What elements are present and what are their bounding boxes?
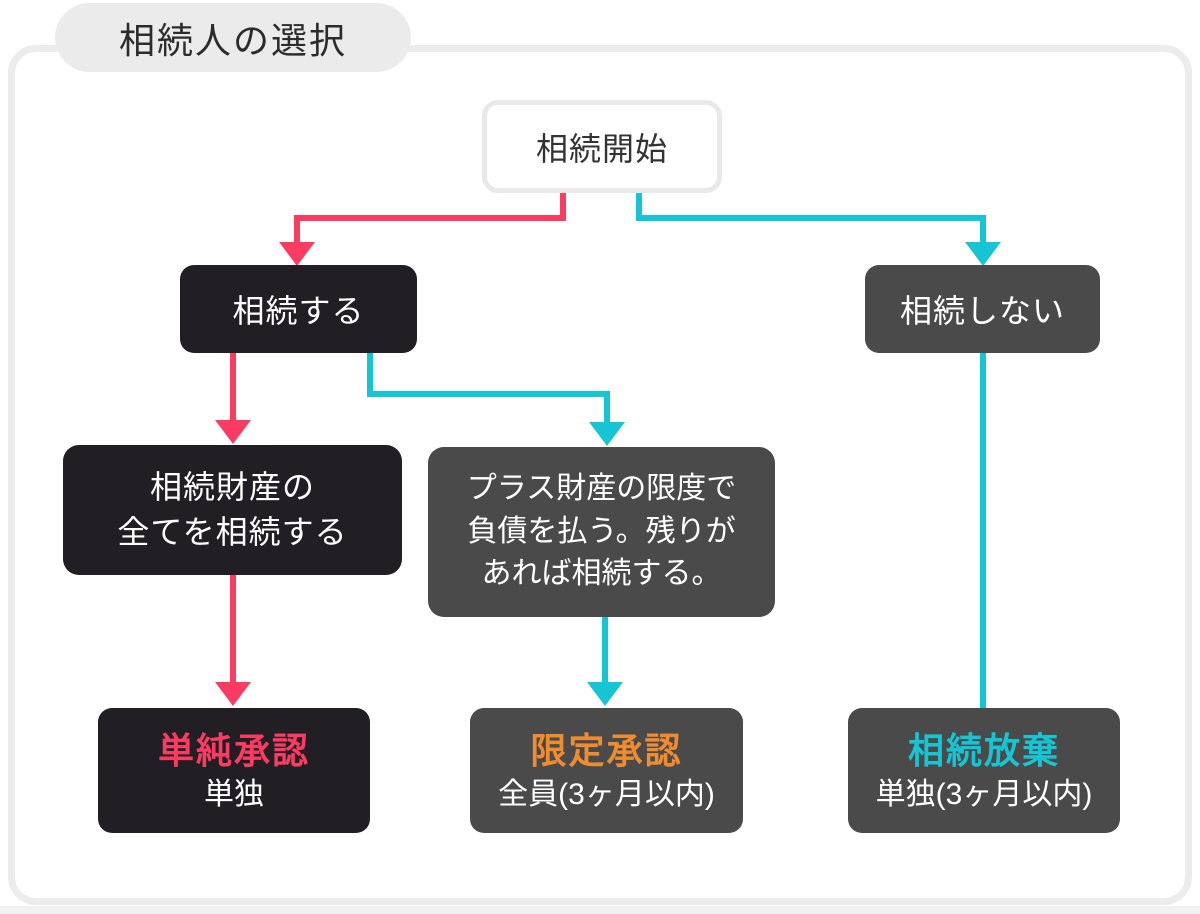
arrowhead-inherit-to-limited [589, 422, 625, 446]
node-inheritance-start: 相続開始 [482, 100, 722, 193]
node-not-inherit: 相続しない [865, 265, 1100, 353]
node-inheritance-start-label: 相続開始 [535, 130, 668, 167]
node-inherit-all-assets-line2: 全てを相続する [117, 514, 348, 550]
connector-start-to-inherit-horizontal [294, 215, 566, 221]
node-inherit-all-assets-line1: 相続財産の [149, 469, 315, 506]
node-limited-liability-desc-line2: 負債を払う。残りが [467, 514, 736, 548]
node-simple-approval-subtitle: 単独 [204, 777, 264, 811]
arrowhead-inherit-to-all-assets [215, 420, 251, 444]
connector-start-to-not-inherit-horizontal [636, 215, 986, 221]
node-renounce-inheritance-subtitle: 単独(3ヶ月以内) [875, 777, 1093, 811]
bottom-background-strip [0, 906, 1200, 914]
connector-start-to-inherit-vertical [294, 215, 300, 243]
node-not-inherit-label: 相続しない [899, 293, 1065, 329]
node-limited-liability-desc-line3: あれば相続する。 [481, 557, 722, 591]
node-limited-approval: 限定承認 全員(3ヶ月以内) [470, 708, 743, 833]
node-inherit: 相続する [180, 265, 417, 353]
connector-not-inherit-to-renounce [980, 353, 986, 712]
node-inherit-all-assets: 相続財産の 全てを相続する [63, 445, 402, 575]
node-inherit-label: 相続する [232, 293, 365, 329]
node-limited-approval-subtitle: 全員(3ヶ月以内) [498, 777, 715, 811]
connector-inherit-to-limited-drop [367, 353, 373, 397]
node-limited-approval-title: 限定承認 [530, 729, 683, 771]
connector-all-assets-to-simple [230, 575, 236, 683]
node-simple-approval: 単純承認 単独 [98, 708, 370, 833]
node-renounce-inheritance-title: 相続放棄 [907, 729, 1060, 771]
connector-limited-desc-to-limited-approval [602, 617, 608, 683]
arrowhead-start-to-not-inherit [965, 242, 1001, 266]
connector-start-to-not-inherit-drop [636, 193, 642, 221]
node-renounce-inheritance: 相続放棄 単独(3ヶ月以内) [848, 708, 1120, 833]
node-simple-approval-title: 単純承認 [157, 729, 310, 771]
arrowhead-start-to-inherit [279, 242, 315, 266]
diagram-title: 相続人の選択 [118, 19, 347, 61]
connector-inherit-to-all-assets [230, 353, 236, 421]
connector-inherit-to-limited-horizontal [367, 391, 610, 397]
connector-inherit-to-limited-vertical [604, 391, 610, 423]
diagram-title-pill: 相続人の選択 [55, 3, 411, 72]
node-limited-liability-desc-line1: プラス財産の限度で [466, 472, 737, 506]
node-limited-liability-desc: プラス財産の限度で 負債を払う。残りが あれば相続する。 [428, 447, 775, 617]
arrowhead-all-assets-to-simple [215, 682, 251, 706]
connector-start-to-not-inherit-vertical [980, 215, 986, 243]
connector-start-to-inherit-drop [560, 193, 566, 221]
arrowhead-limited-desc-to-limited-approval [587, 682, 623, 706]
